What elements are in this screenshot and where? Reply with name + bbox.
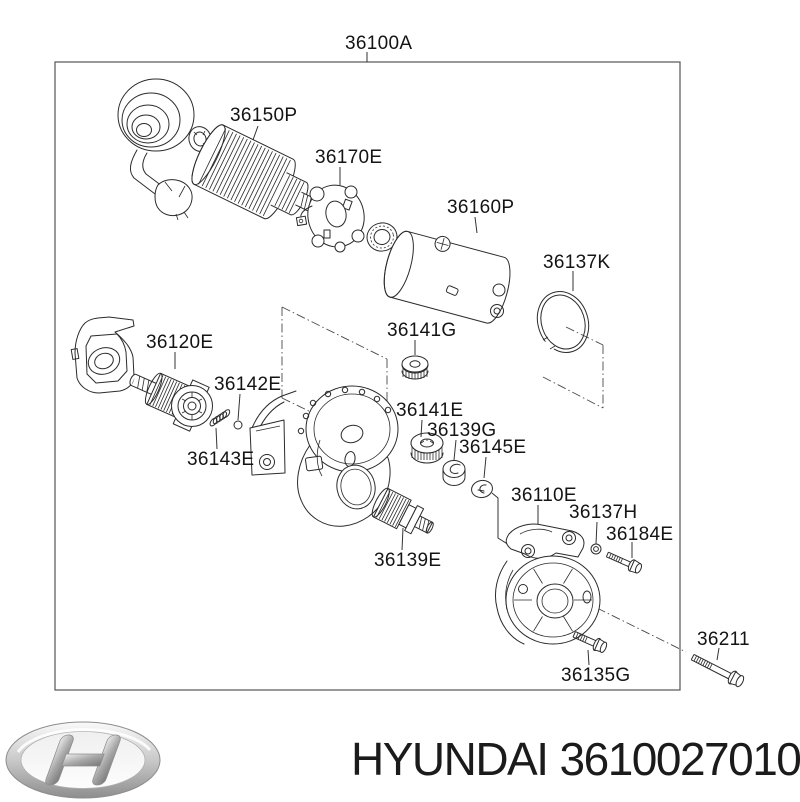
part-callout-36141E: 36141E — [396, 400, 464, 421]
part-bearing — [366, 222, 398, 252]
part-snap-ring-36137K — [536, 291, 590, 353]
hyundai-logo — [5, 721, 161, 799]
part-callout-36139G: 36139G — [427, 420, 497, 441]
hyundai-h-mark — [45, 734, 121, 786]
leader-line-36160P — [474, 216, 478, 234]
part-bolt-36184E — [605, 551, 643, 574]
part-rear-bracket-36110E — [494, 523, 601, 645]
leader-line-36142E — [237, 393, 241, 421]
part-callout-36139E: 36139E — [374, 550, 442, 571]
part-through-bolt-36211 — [690, 653, 745, 688]
part-washer-36139G — [442, 460, 466, 486]
brand-text: HYUNDAI — [351, 733, 549, 785]
part-callout-36135G: 36135G — [561, 665, 631, 686]
part-callout-36170E: 36170E — [315, 147, 383, 168]
leader-line-36139G — [453, 439, 457, 461]
part-ball-36142E — [233, 420, 243, 430]
part-brush-holder-36170E — [295, 184, 365, 253]
part-yoke-36160P — [383, 230, 511, 324]
part-stop-ring-36145E — [471, 479, 493, 499]
mount-locator-line — [491, 492, 510, 546]
leader-line-36139E — [401, 527, 404, 551]
part-center-bracket — [249, 385, 399, 527]
leader-line-36137H — [595, 521, 598, 545]
part-gear-36141E — [410, 432, 444, 464]
part-drive-pinion-36120E — [129, 372, 213, 432]
construction-lines — [281, 306, 687, 653]
part-nut-36137H — [590, 543, 602, 555]
part-callout-36145E: 36145E — [459, 437, 527, 458]
leader-line-36135G — [587, 649, 590, 666]
part-planet-gear-36141G — [401, 355, 429, 380]
part-callout-36100A: 36100A — [345, 33, 413, 54]
part-callout-36160P: 36160P — [447, 197, 515, 218]
part-overrun-clutch-36139E — [371, 487, 434, 535]
part-callout-36137K: 36137K — [543, 252, 611, 273]
part-callout-36211: 36211 — [697, 629, 750, 650]
part-callout-36120E: 36120E — [146, 332, 214, 353]
part-callout-36137H: 36137H — [569, 502, 638, 523]
part-callout-36150P: 36150P — [230, 105, 298, 126]
part-callout-36110E: 36110E — [511, 485, 577, 506]
leader-lines-layer — [174, 52, 720, 666]
part-number-text: 3610027010 — [559, 733, 800, 785]
part-lever-plate-36120E — [70, 316, 135, 394]
leader-line-36150P — [252, 125, 259, 141]
part-drive-end-housing — [117, 78, 195, 221]
part-bolt-36135G — [572, 631, 608, 653]
part-callout-36143E: 36143E — [187, 449, 255, 470]
part-armature-36150P — [191, 124, 324, 220]
leader-line-36211 — [716, 647, 720, 661]
leader-line-36143E — [215, 427, 218, 450]
part-callout-36141G: 36141G — [387, 320, 457, 341]
part-spring-36143E — [209, 409, 231, 427]
leader-line-36141E — [420, 419, 423, 438]
part-callout-36142E: 36142E — [214, 374, 282, 395]
part-callout-36184E: 36184E — [606, 524, 674, 545]
leader-line-36145E — [483, 456, 487, 479]
